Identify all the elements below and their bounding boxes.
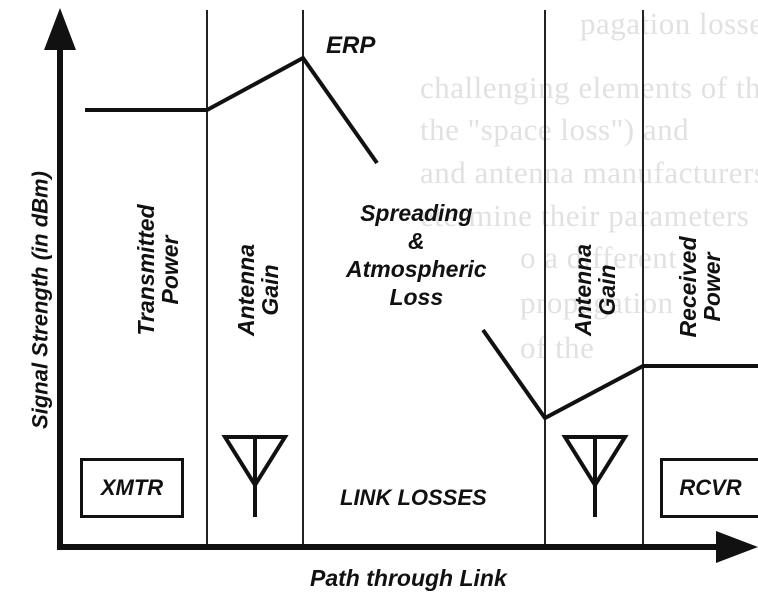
region-label-line: Power — [699, 252, 725, 322]
region-label-transmitted-power: Transmitted Power — [132, 204, 183, 336]
antenna-icon — [221, 435, 289, 517]
arrow-up-icon — [44, 8, 76, 50]
signal-level-line — [85, 55, 379, 165]
y-axis-label: Signal Strength (in dBm) — [27, 171, 53, 429]
region-label-received-power: Received Power — [674, 236, 725, 338]
x-axis-label: Path through Link — [310, 565, 507, 591]
spreading-loss-line: & — [407, 228, 425, 255]
xmtr-box: XMTR — [80, 458, 184, 518]
antenna-icon — [561, 435, 629, 517]
spreading-loss-label: Spreading & Atmospheric Loss — [346, 199, 487, 311]
region-label-line: Gain — [257, 264, 283, 316]
erp-label: ERP — [326, 32, 376, 59]
region-label-line: Gain — [594, 264, 620, 316]
spreading-loss-line: Loss — [389, 284, 444, 311]
spreading-loss-line: Spreading — [360, 200, 473, 226]
region-label-line: Power — [157, 235, 183, 305]
region-label-line: Received — [674, 236, 701, 338]
region-label-line: Antenna — [232, 244, 259, 336]
link-losses-label: LINK LOSSES — [340, 485, 487, 510]
region-label-line: Transmitted — [132, 204, 159, 336]
rcvr-box: RCVR — [660, 458, 758, 518]
region-label-antenna-gain: Antenna Gain — [232, 244, 283, 336]
arrow-right-icon — [716, 531, 758, 563]
region-label-line: Antenna — [569, 244, 596, 336]
spreading-loss-line: Atmospheric — [346, 256, 487, 283]
signal-level-line — [481, 328, 758, 421]
region-label-antenna-gain: Antenna Gain — [569, 244, 620, 336]
